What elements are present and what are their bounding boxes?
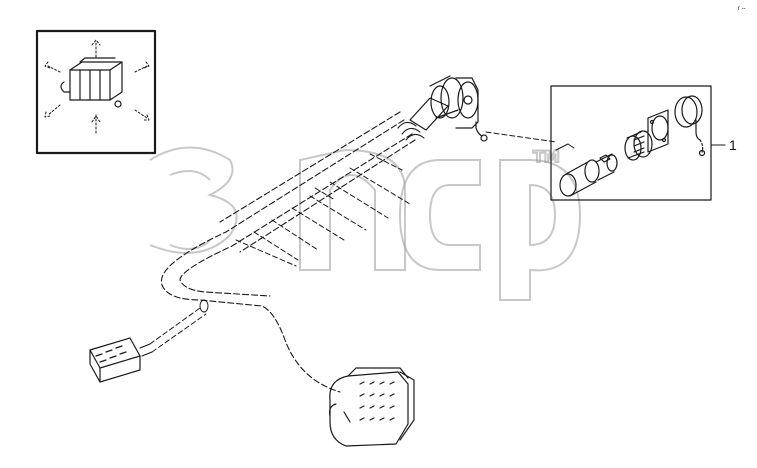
harness-branches	[235, 153, 411, 267]
detail-leader-line	[485, 131, 557, 143]
connector-boot	[559, 153, 618, 197]
connector-insert	[624, 130, 653, 161]
corner-mark: r --	[738, 6, 746, 12]
inset-detail-box	[35, 29, 157, 155]
large-ecu-connector	[329, 367, 415, 447]
inset-direction-arrows	[44, 39, 150, 136]
main-round-connector	[409, 75, 488, 142]
small-plug-connector	[89, 337, 153, 383]
connector-flange	[647, 109, 669, 153]
harness-trunk	[160, 111, 416, 393]
detail-leader-tip	[555, 143, 575, 151]
small-plug-lead-end	[199, 299, 209, 313]
callout-1-label: 1	[729, 137, 737, 153]
connector-cap	[674, 95, 706, 157]
watermark-logo: TM	[149, 146, 582, 301]
inset-connector	[60, 57, 123, 108]
connector-detail-box	[550, 85, 712, 201]
harness-wrap	[397, 121, 425, 141]
small-plug-lead	[149, 307, 207, 353]
svg-text:TM: TM	[533, 147, 560, 166]
connector-nut	[599, 154, 611, 163]
